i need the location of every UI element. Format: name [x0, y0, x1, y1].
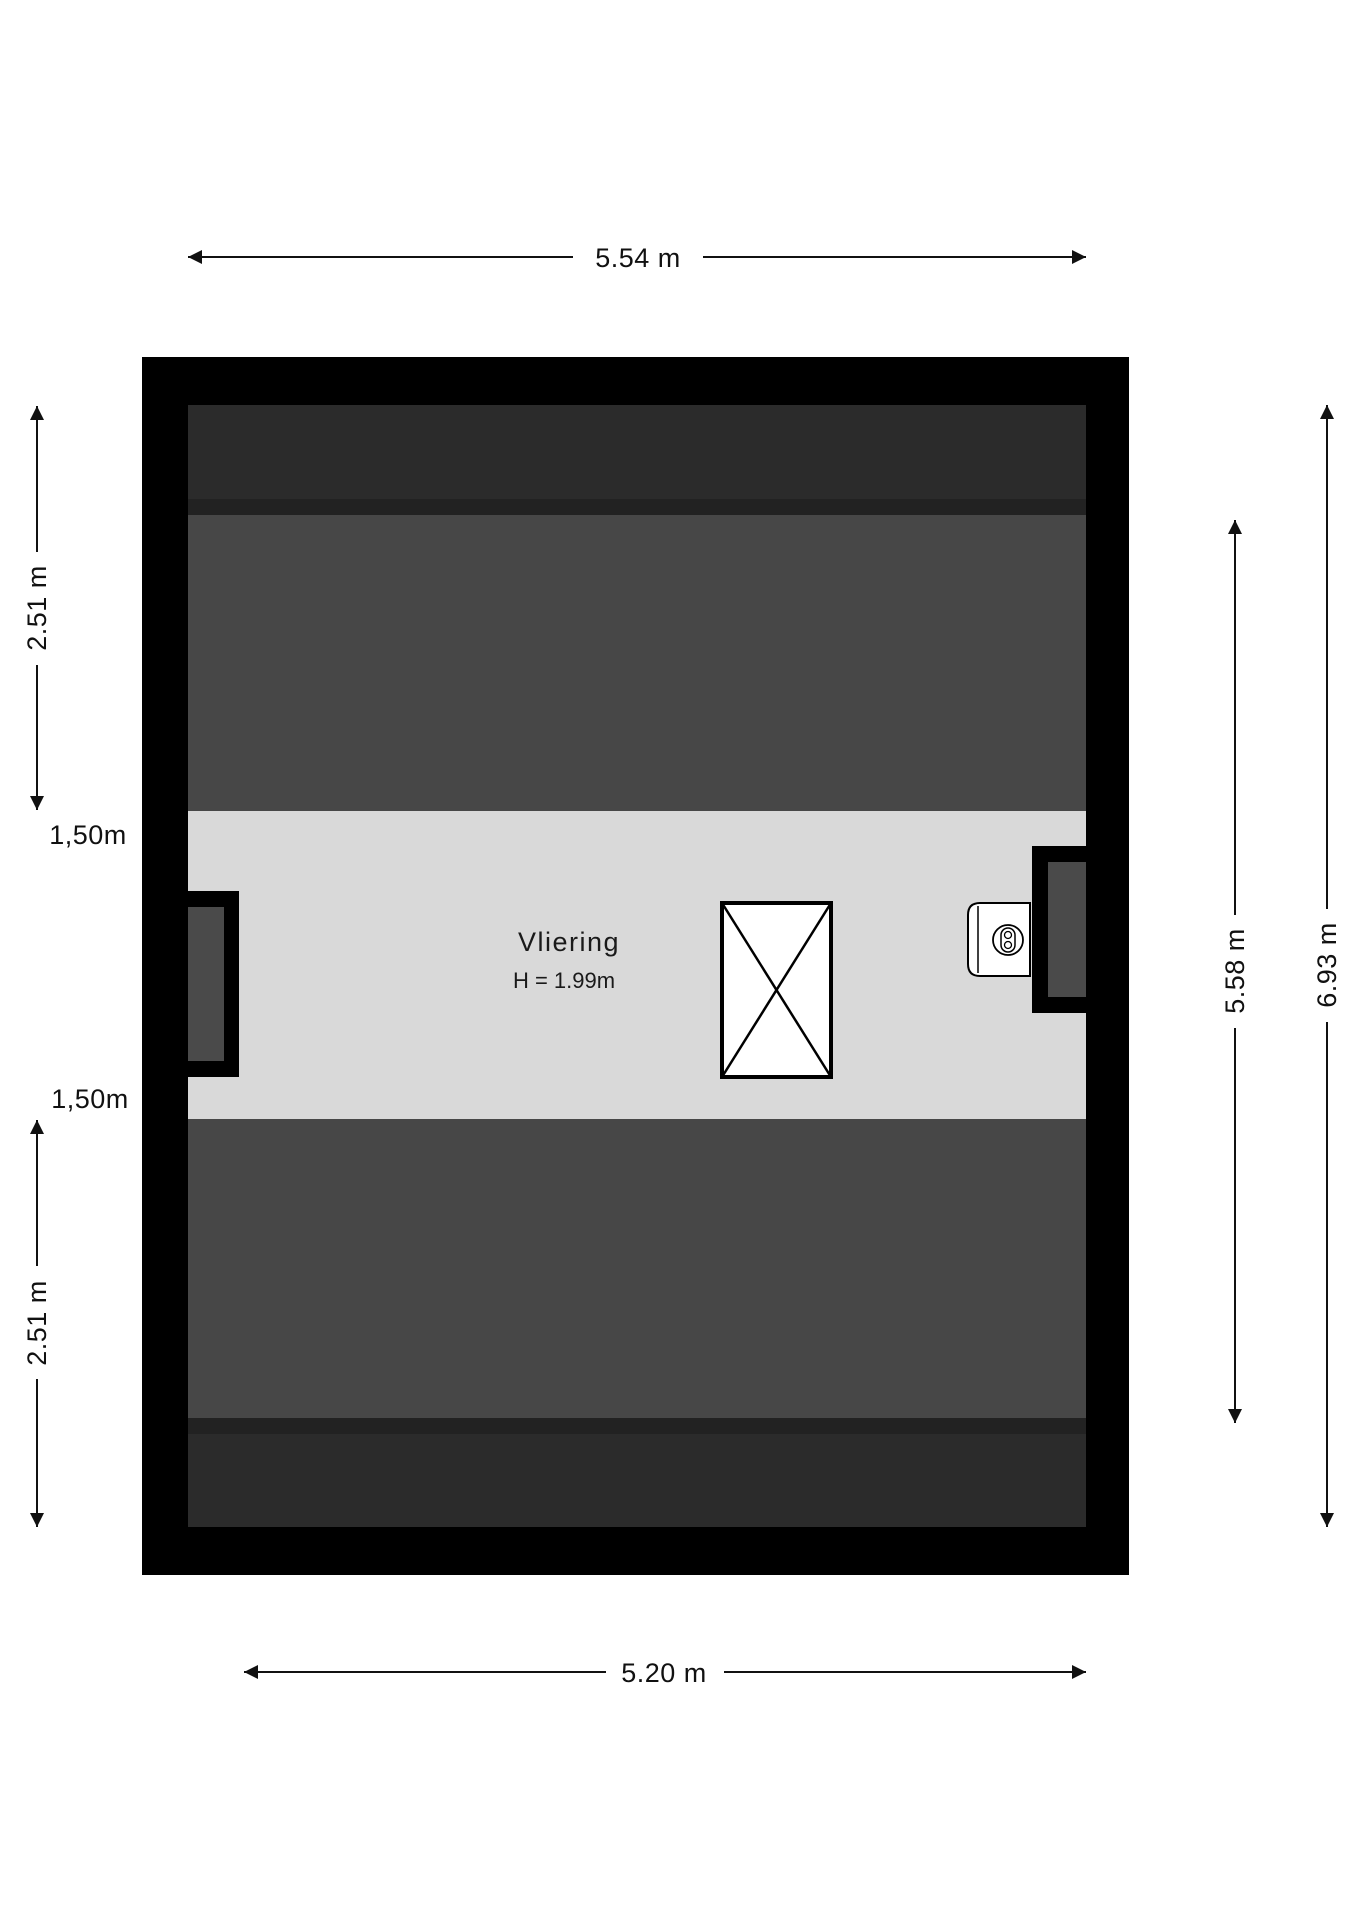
dimension-left-upper: 2.51 m	[22, 406, 52, 810]
room-height: H = 1.99m	[513, 968, 615, 993]
window-right	[1032, 846, 1086, 1013]
low-ceiling-zone-top	[188, 405, 1086, 501]
dimension-right-outer: 6.93 m	[1312, 405, 1342, 1527]
dimension-right-outer-label: 6.93 m	[1312, 922, 1342, 1008]
dimension-right-inner-label: 5.58 m	[1220, 928, 1250, 1014]
height-marker-upper: 1,50m	[49, 820, 127, 850]
room-name: Vliering	[518, 927, 620, 957]
low-ceiling-zone-bottom	[188, 1434, 1086, 1527]
dimension-bottom-width-label: 5.20 m	[621, 1658, 707, 1688]
boiler-icon	[967, 902, 1031, 977]
roof-slope-bottom	[188, 1119, 1086, 1419]
dimension-top-width: 5.54 m	[188, 243, 1086, 273]
dimension-bottom-width: 5.20 m	[244, 1658, 1086, 1688]
roof-slope-top	[188, 515, 1086, 812]
floor-area	[188, 811, 1086, 1120]
dimension-left-lower: 2.51 m	[22, 1120, 52, 1527]
dimension-left-lower-label: 2.51 m	[22, 1280, 52, 1366]
dimension-right-inner: 5.58 m	[1220, 520, 1250, 1423]
dimension-left-upper-label: 2.51 m	[22, 565, 52, 651]
dimension-top-width-label: 5.54 m	[595, 243, 681, 273]
window-left	[188, 891, 239, 1077]
height-marker-lower: 1,50m	[51, 1084, 129, 1114]
knee-wall-line-bottom	[188, 1418, 1086, 1434]
knee-wall-line-top	[188, 499, 1086, 515]
skylight-icon	[720, 901, 833, 1079]
